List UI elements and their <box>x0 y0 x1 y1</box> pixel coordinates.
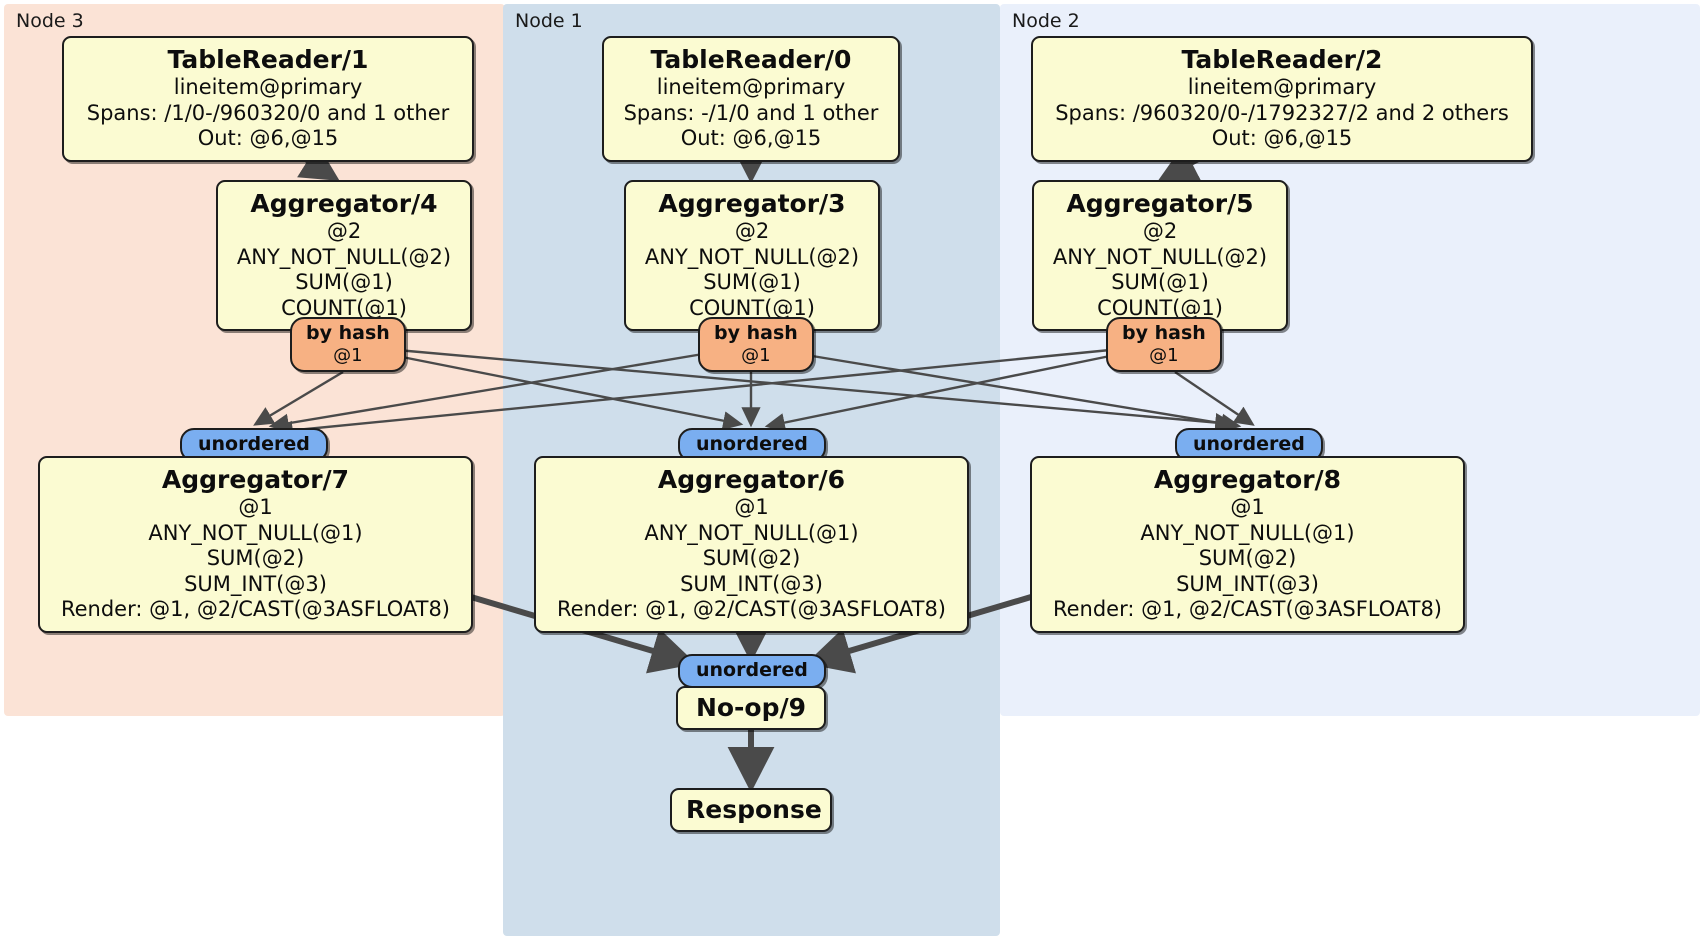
processor-line-groupcol: @2 <box>734 219 770 243</box>
router-by-hash-left[interactable]: by hash @1 <box>290 317 406 372</box>
processor-line-agg3: COUNT(@1) <box>689 295 815 320</box>
processor-aggregator-8[interactable]: Aggregator/8 @1 ANY_NOT_NULL(@1) SUM(@2)… <box>1030 456 1465 633</box>
node-label-node2: Node 2 <box>1012 10 1080 32</box>
processor-table-reader-1[interactable]: TableReader/1 lineitem@primary Spans: /1… <box>62 36 474 162</box>
collector-title: unordered <box>1193 433 1305 455</box>
processor-line-groupcol: @1 <box>238 495 273 519</box>
processor-line-agg1: ANY_NOT_NULL(@1) <box>1140 520 1355 545</box>
router-by-hash-right[interactable]: by hash @1 <box>1106 317 1222 372</box>
processor-line-spans: Spans: -/1/0 and 1 other <box>623 100 879 125</box>
processor-title: Aggregator/8 <box>1153 465 1342 494</box>
collector-unordered-final[interactable]: unordered <box>678 654 826 688</box>
router-title: by hash <box>1122 322 1206 344</box>
processor-line-groupcol: @1 <box>1230 495 1265 519</box>
collector-title: unordered <box>696 433 808 455</box>
processor-line-agg2: SUM(@2) <box>206 546 305 570</box>
processor-line-agg2: SUM(@1) <box>703 270 801 294</box>
router-subtitle: @1 <box>1149 345 1179 366</box>
processor-title: Aggregator/5 <box>1066 189 1254 218</box>
processor-line-agg2: SUM(@1) <box>295 270 393 294</box>
processor-line-out: Out: @6,@15 <box>1211 126 1353 150</box>
processor-title: TableReader/0 <box>650 45 852 74</box>
processor-line-agg3: COUNT(@1) <box>1097 295 1223 320</box>
collector-title: unordered <box>696 659 808 681</box>
processor-title: Aggregator/4 <box>250 189 438 218</box>
processor-line-agg2: SUM(@2) <box>1198 546 1297 570</box>
processor-line-agg1: ANY_NOT_NULL(@2) <box>1052 244 1268 269</box>
processor-table-reader-2[interactable]: TableReader/2 lineitem@primary Spans: /9… <box>1031 36 1533 162</box>
processor-line-render: Render: @1, @2/CAST(@3ASFLOAT8) <box>60 597 451 621</box>
processor-aggregator-3[interactable]: Aggregator/3 @2 ANY_NOT_NULL(@2) SUM(@1)… <box>624 180 880 331</box>
processor-table-reader-0[interactable]: TableReader/0 lineitem@primary Spans: -/… <box>602 36 900 162</box>
processor-aggregator-7[interactable]: Aggregator/7 @1 ANY_NOT_NULL(@1) SUM(@2)… <box>38 456 473 633</box>
processor-title: Response <box>686 795 822 824</box>
processor-response[interactable]: Response <box>670 788 832 832</box>
processor-title: Aggregator/3 <box>658 189 846 218</box>
processor-line-out: Out: @6,@15 <box>680 126 822 150</box>
router-title: by hash <box>714 322 798 344</box>
processor-aggregator-4[interactable]: Aggregator/4 @2 ANY_NOT_NULL(@2) SUM(@1)… <box>216 180 472 331</box>
processor-line-agg1: ANY_NOT_NULL(@1) <box>148 520 363 545</box>
processor-title: Aggregator/6 <box>657 465 846 494</box>
router-subtitle: @1 <box>333 345 363 366</box>
processor-title: No-op/9 <box>695 693 807 722</box>
processor-aggregator-5[interactable]: Aggregator/5 @2 ANY_NOT_NULL(@2) SUM(@1)… <box>1032 180 1288 331</box>
router-by-hash-center[interactable]: by hash @1 <box>698 317 814 372</box>
processor-line-spans: Spans: /1/0-/960320/0 and 1 other <box>86 100 450 125</box>
processor-line-table: lineitem@primary <box>173 75 363 99</box>
node-label-node3: Node 3 <box>16 10 84 32</box>
processor-line-groupcol: @1 <box>734 495 769 519</box>
processor-title: Aggregator/7 <box>161 465 350 494</box>
processor-line-table: lineitem@primary <box>1187 75 1377 99</box>
processor-line-groupcol: @2 <box>326 219 362 243</box>
processor-line-agg3: COUNT(@1) <box>281 295 407 320</box>
collector-title: unordered <box>198 433 310 455</box>
processor-line-agg3: SUM_INT(@3) <box>680 571 823 596</box>
processor-line-agg2: SUM(@2) <box>702 546 801 570</box>
node-label-node1: Node 1 <box>515 10 583 32</box>
router-subtitle: @1 <box>741 345 771 366</box>
processor-aggregator-6[interactable]: Aggregator/6 @1 ANY_NOT_NULL(@1) SUM(@2)… <box>534 456 969 633</box>
processor-line-agg3: SUM_INT(@3) <box>184 571 327 596</box>
processor-line-spans: Spans: /960320/0-/1792327/2 and 2 others <box>1055 100 1509 125</box>
processor-line-agg1: ANY_NOT_NULL(@2) <box>236 244 452 269</box>
processor-line-render: Render: @1, @2/CAST(@3ASFLOAT8) <box>1052 597 1443 621</box>
processor-line-render: Render: @1, @2/CAST(@3ASFLOAT8) <box>556 597 947 621</box>
processor-title: TableReader/2 <box>1181 45 1383 74</box>
processor-title: TableReader/1 <box>167 45 369 74</box>
processor-line-agg2: SUM(@1) <box>1111 270 1209 294</box>
processor-line-out: Out: @6,@15 <box>197 126 339 150</box>
processor-line-table: lineitem@primary <box>656 75 846 99</box>
processor-line-agg3: SUM_INT(@3) <box>1176 571 1319 596</box>
processor-noop-9[interactable]: No-op/9 <box>676 686 826 730</box>
processor-line-groupcol: @2 <box>1142 219 1178 243</box>
router-title: by hash <box>306 322 390 344</box>
processor-line-agg1: ANY_NOT_NULL(@2) <box>644 244 860 269</box>
processor-line-agg1: ANY_NOT_NULL(@1) <box>644 520 859 545</box>
